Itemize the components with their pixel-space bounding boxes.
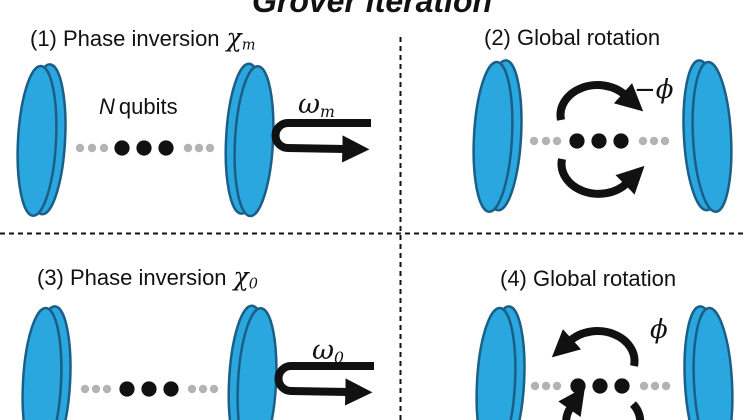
cavity-mirror-right-p2 bbox=[678, 57, 737, 215]
cavity-mirror-left-p4 bbox=[471, 303, 530, 420]
cavity-mirror-left-p1 bbox=[12, 61, 71, 219]
omega-m-label: ωm bbox=[298, 89, 335, 121]
cavity-mirror-right-p3 bbox=[223, 303, 282, 420]
cavity-mirror-right-p1 bbox=[220, 61, 279, 219]
panel3-label-text: (3) Phase inversion bbox=[37, 265, 227, 290]
photon-uturn-arrow-p1 bbox=[271, 119, 371, 163]
rotation-arc-bottom-p4 bbox=[558, 386, 645, 420]
figure-title: Grover iteration bbox=[251, 0, 493, 19]
rotation-angle-label-p2: −ϕ bbox=[634, 75, 674, 105]
rotation-arc-top-p4 bbox=[551, 327, 639, 367]
chi-0-symbol: χ0 bbox=[233, 262, 258, 293]
n-symbol: N bbox=[99, 94, 115, 119]
qubit-dots-p4 bbox=[530, 378, 671, 394]
panel1-label-text: (1) Phase inversion bbox=[30, 26, 220, 51]
qubit-dots-p1 bbox=[75, 140, 215, 156]
cavity-mirror-left-p2 bbox=[468, 57, 527, 215]
chi-m-symbol: χm bbox=[226, 23, 256, 54]
rotation-arc-top-p2 bbox=[556, 81, 644, 121]
panel4-label: (4) Global rotation bbox=[500, 266, 677, 291]
panel2-label: (2) Global rotation bbox=[484, 25, 661, 50]
cavity-mirror-right-p4 bbox=[679, 303, 738, 420]
photon-uturn-arrow-p3 bbox=[274, 362, 374, 406]
cavity-mirror-left-p3 bbox=[17, 303, 76, 420]
qubit-dots-p3 bbox=[80, 381, 219, 397]
qubits-word: qubits bbox=[118, 94, 178, 119]
rotation-arc-bottom-p2 bbox=[557, 158, 645, 198]
omega-0-label: ω0 bbox=[312, 335, 344, 367]
rotation-angle-label-p4: ϕ bbox=[650, 315, 668, 345]
qubit-dots-p2 bbox=[529, 133, 670, 149]
